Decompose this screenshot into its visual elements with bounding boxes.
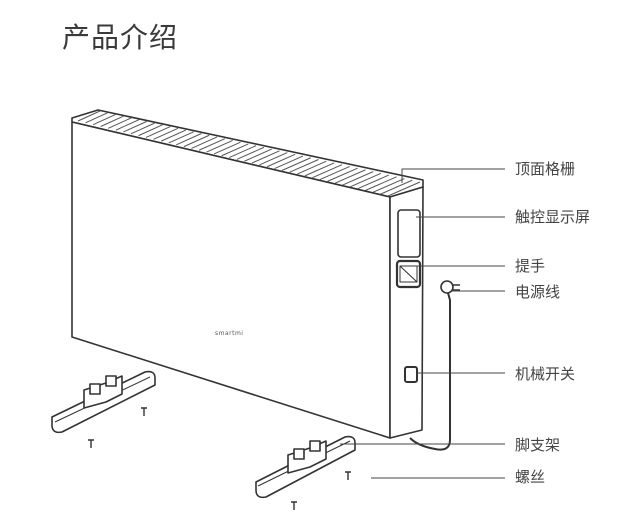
grille-slat	[274, 155, 304, 170]
grille-slat	[334, 169, 366, 184]
grille-slat	[266, 153, 296, 168]
grille-slat	[349, 172, 382, 188]
grille-slat	[115, 119, 140, 131]
grille-slat	[130, 122, 155, 135]
power-cord	[409, 280, 460, 451]
grille-slat	[357, 174, 389, 190]
grille-slat	[145, 126, 171, 138]
grille-slat	[312, 164, 343, 179]
grille-slat	[168, 131, 194, 144]
grille-slat	[319, 165, 350, 180]
label-screws: 螺丝	[515, 468, 546, 486]
grille-slat	[77, 110, 101, 122]
grille-slat	[108, 117, 132, 129]
grille-slat	[213, 141, 241, 155]
grille-slat	[289, 159, 319, 173]
grille-slat	[100, 115, 124, 127]
grille-slat	[160, 129, 187, 142]
grille-slat	[259, 152, 288, 166]
grille-slat	[380, 179, 413, 195]
grille-slat	[297, 160, 327, 175]
right-foot	[255, 435, 356, 499]
label-power-cord: 电源线	[515, 283, 561, 301]
side-panel	[389, 186, 424, 439]
page-title: 产品介绍	[62, 21, 179, 54]
grille-slat	[85, 112, 109, 124]
grille-slat	[206, 139, 233, 153]
grille-slat	[251, 150, 280, 164]
label-mechanical-switch: 机械开关	[515, 365, 576, 383]
grille-slat	[183, 134, 210, 148]
grille-slat	[198, 138, 226, 151]
grille-slat	[387, 181, 421, 197]
label-foot-stand: 脚支架	[515, 436, 561, 454]
grille-slat	[123, 120, 148, 133]
leader-lines	[340, 168, 505, 479]
grille-slat	[236, 146, 265, 160]
mechanical-switch	[404, 366, 418, 383]
grille-slat	[372, 178, 405, 193]
grille-slat	[191, 136, 218, 149]
grille-slat	[153, 127, 179, 140]
grille-slat	[92, 114, 116, 126]
brand-logo: smartmi	[215, 330, 244, 337]
touch-display	[397, 209, 421, 258]
grille-slat	[327, 167, 358, 182]
label-handle: 提手	[515, 257, 546, 275]
label-touch-display: 触控显示屏	[515, 208, 591, 226]
grille-slat	[281, 157, 311, 171]
grille-slat	[304, 162, 335, 177]
grille-slat	[244, 148, 272, 162]
grille-slat	[221, 143, 249, 157]
grille-slat	[138, 124, 163, 137]
left-foot	[51, 370, 156, 434]
screws	[88, 407, 351, 510]
grille-slat	[176, 133, 202, 146]
handle	[395, 259, 422, 289]
label-top-grille: 顶面格栅	[515, 160, 576, 178]
grille-slat	[342, 171, 374, 186]
grille-slat	[229, 145, 257, 159]
grille-slat	[365, 176, 397, 191]
